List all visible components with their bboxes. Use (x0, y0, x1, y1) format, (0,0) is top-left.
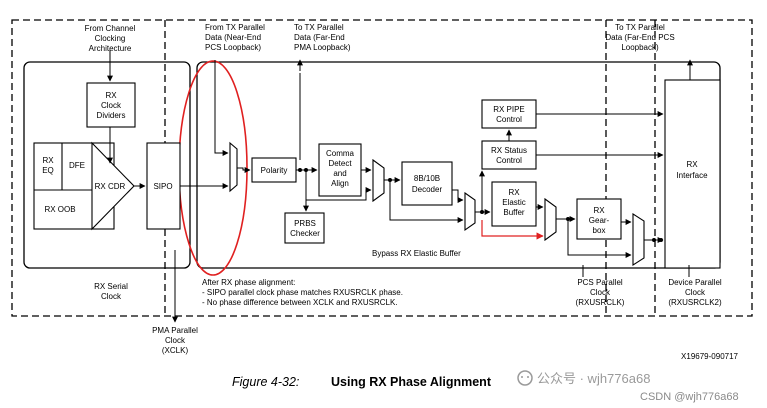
from-channel-label-1: From Channel (85, 24, 136, 33)
comma-label-2: Detect (328, 159, 352, 168)
rx-status-label-1: RX Status (491, 146, 527, 155)
from-tx-label-2: Data (Near-End (205, 33, 261, 42)
rx-clock-dividers-label-2: Clock (101, 101, 122, 110)
rx-clock-dividers-block (86, 82, 136, 128)
decoder-block (401, 161, 453, 206)
rx-serial-clock-label-2: Clock (101, 292, 122, 301)
comma-label-3: and (333, 169, 346, 178)
block-labels: RX Clock Dividers RX EQ DFE RX CDR RX OO… (42, 91, 708, 238)
rx-eq-label-2: EQ (42, 166, 54, 175)
rx-clock-dividers-label-3: Dividers (97, 111, 126, 120)
pma-clock-label-3: (XCLK) (162, 346, 189, 355)
comma-label-1: Comma (326, 149, 355, 158)
device-clock-label-2: Clock (685, 288, 706, 297)
to-tx-pma-label-3: PMA Loopback) (294, 43, 351, 52)
gearbox-mux (632, 212, 645, 267)
figure-title: Using RX Phase Alignment (331, 375, 492, 389)
phase-note-line-2: - SIPO parallel clock phase matches RXUS… (202, 288, 403, 297)
to-tx-pma-label-2: Data (Far-End (294, 33, 345, 42)
rx-cdr-label: RX CDR (95, 182, 126, 191)
muxes (229, 141, 645, 267)
polarity-label: Polarity (261, 166, 288, 175)
from-tx-label-1: From TX Parallel (205, 23, 265, 32)
decoder-label-2: Decoder (412, 185, 443, 194)
device-clock-label-3: (RXUSRCLK2) (668, 298, 722, 307)
rx-clock-dividers-label-1: RX (105, 91, 117, 100)
decoder-label-1: 8B/10B (414, 174, 440, 183)
datapath-wires (107, 50, 693, 323)
rx-interface-block (664, 79, 721, 269)
elastic-label-3: Buffer (503, 208, 525, 217)
rx-status-label-2: Control (496, 156, 522, 165)
rx-interface-label-2: Interface (676, 171, 708, 180)
from-tx-label-3: PCS Loopback) (205, 43, 261, 52)
gearbox-label-1: RX (593, 206, 605, 215)
figure-id: X19679-090717 (681, 352, 738, 361)
watermark-primary: 公众号 · wjh776a68 (537, 371, 650, 386)
comma-align-block (318, 143, 362, 197)
decoder-mux (464, 191, 476, 232)
to-tx-pcs-label-2: Data (Far-End PCS (605, 33, 674, 42)
annotation-labels: From Channel Clocking Architecture From … (85, 23, 739, 361)
pma-clock-label-2: Clock (165, 336, 186, 345)
rx-eq-label-1: RX (42, 156, 54, 165)
gearbox-label-3: box (593, 226, 606, 235)
prbs-label-1: PRBS (294, 219, 316, 228)
prbs-label-2: Checker (290, 229, 320, 238)
wechat-icon (517, 370, 533, 386)
rx-elastic-buffer-block (491, 181, 537, 227)
from-channel-label-3: Architecture (89, 44, 132, 53)
to-tx-pcs-label-3: Loopback) (621, 43, 659, 52)
rx-oob-label: RX OOB (44, 205, 75, 214)
from-channel-label-2: Clocking (95, 34, 126, 43)
watermark-secondary: CSDN @wjh776a68 (640, 391, 739, 403)
junction-dots (298, 168, 663, 242)
rx-gearbox-block (576, 198, 622, 240)
pma-clock-label-1: PMA Parallel (152, 326, 198, 335)
to-tx-pma-label-1: To TX Parallel (294, 23, 344, 32)
pcs-clock-label-2: Clock (590, 288, 611, 297)
elastic-mux (544, 197, 557, 242)
rx-pipe-control-block (481, 99, 537, 129)
elastic-label-2: Elastic (502, 198, 526, 207)
comma-label-4: Align (331, 179, 349, 188)
prbs-checker-block (284, 212, 325, 244)
rx-cdr-block (91, 141, 135, 231)
device-clock-label-1: Device Parallel (668, 278, 722, 287)
gearbox-label-2: Gear- (589, 216, 610, 225)
rx-pipe-label-2: Control (496, 115, 522, 124)
bypass-path (481, 220, 544, 240)
to-tx-pcs-label-1: To TX Parallel (615, 23, 665, 32)
loopback-mux (229, 141, 238, 193)
sipo-label: SIPO (153, 182, 172, 191)
pcs-clock-label-3: (RXUSRCLK) (576, 298, 625, 307)
watermark: 公众号 · wjh776a68 CSDN @wjh776a68 (517, 370, 739, 403)
polarity-block (251, 157, 297, 183)
rx-pipe-label-1: RX PIPE (493, 105, 525, 114)
rx-interface-label-1: RX (686, 160, 698, 169)
phase-note-line-1: After RX phase alignment: (202, 278, 295, 287)
blocks (33, 79, 721, 269)
bypass-label: Bypass RX Elastic Buffer (372, 249, 461, 258)
sipo-block (146, 142, 181, 230)
dfe-label: DFE (69, 161, 85, 170)
elastic-label-1: RX (508, 188, 520, 197)
phase-note-line-3: - No phase difference between XCLK and R… (202, 298, 398, 307)
figure-number: Figure 4-32: (232, 375, 299, 389)
pcs-clock-label-1: PCS Parallel (577, 278, 623, 287)
comma-mux (372, 158, 385, 203)
rx-serial-clock-label-1: RX Serial (94, 282, 128, 291)
